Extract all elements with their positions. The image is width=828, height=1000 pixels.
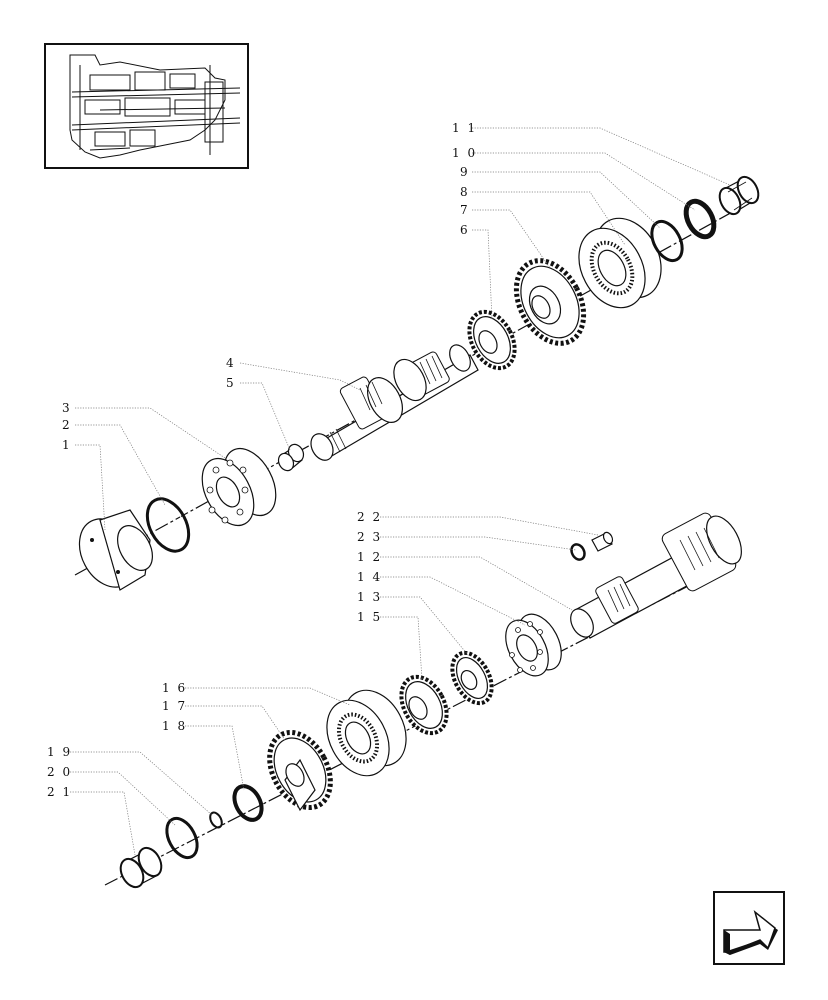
part-15-gear[interactable] bbox=[392, 669, 455, 741]
part-14-bearing[interactable] bbox=[497, 607, 570, 683]
part-5-bush[interactable] bbox=[276, 442, 307, 473]
callout-10: 1 0 bbox=[452, 146, 477, 160]
part-21-needle-bearing[interactable] bbox=[116, 844, 166, 891]
callout-3: 3 bbox=[62, 401, 72, 415]
part-16-synchronizer[interactable] bbox=[314, 680, 418, 787]
part-1-cover[interactable] bbox=[68, 509, 159, 597]
leader-lines bbox=[70, 127, 731, 856]
part-23-ring[interactable] bbox=[569, 542, 587, 562]
callout-1: 1 bbox=[62, 438, 72, 452]
callout-12: 1 2 bbox=[357, 550, 382, 564]
callout-21: 2 1 bbox=[47, 785, 72, 799]
transmission-locator-icon[interactable] bbox=[44, 43, 249, 169]
callout-8: 8 bbox=[460, 185, 470, 199]
part-13-gear[interactable] bbox=[444, 646, 499, 710]
callout-11: 1 1 bbox=[452, 121, 477, 135]
part-7-gear[interactable] bbox=[503, 249, 597, 355]
callout-16: 1 6 bbox=[162, 681, 187, 695]
part-11-needle-bearing[interactable] bbox=[715, 173, 762, 217]
part-8-synchronizer[interactable] bbox=[566, 207, 674, 319]
part-19-circlip[interactable] bbox=[208, 811, 224, 830]
callout-6: 6 bbox=[460, 223, 470, 237]
part-10-washer[interactable] bbox=[680, 197, 719, 242]
callout-20: 2 0 bbox=[47, 765, 72, 779]
callout-17: 1 7 bbox=[162, 699, 187, 713]
part-20-snap-ring[interactable] bbox=[161, 813, 204, 862]
part-2-snap-ring[interactable] bbox=[139, 492, 197, 558]
back-arrow-icon[interactable] bbox=[713, 891, 785, 965]
callout-13: 1 3 bbox=[357, 590, 382, 604]
part-4-shaft[interactable] bbox=[307, 341, 479, 464]
part-22-pin[interactable] bbox=[591, 531, 614, 552]
part-9-ring[interactable] bbox=[646, 216, 689, 265]
callout-9: 9 bbox=[460, 165, 470, 179]
callout-15: 1 5 bbox=[357, 610, 382, 624]
part-17-gear[interactable] bbox=[257, 722, 342, 818]
callout-labels: 1 1 1 0 9 8 7 6 4 5 3 2 1 2 2 2 3 1 2 1 … bbox=[47, 121, 477, 799]
part-18-washer[interactable] bbox=[229, 781, 267, 824]
part-3-bearing[interactable] bbox=[192, 440, 287, 534]
callout-14: 1 4 bbox=[357, 570, 382, 584]
callout-22: 2 2 bbox=[357, 510, 382, 524]
callout-4: 4 bbox=[226, 356, 236, 370]
callout-5: 5 bbox=[226, 376, 236, 390]
callout-23: 2 3 bbox=[357, 530, 382, 544]
part-6-gear[interactable] bbox=[460, 304, 523, 376]
callout-18: 1 8 bbox=[162, 719, 187, 733]
callout-7: 7 bbox=[460, 203, 470, 217]
callout-2: 2 bbox=[62, 418, 72, 432]
callout-19: 1 9 bbox=[47, 745, 72, 759]
part-12-shaft[interactable] bbox=[566, 510, 748, 640]
